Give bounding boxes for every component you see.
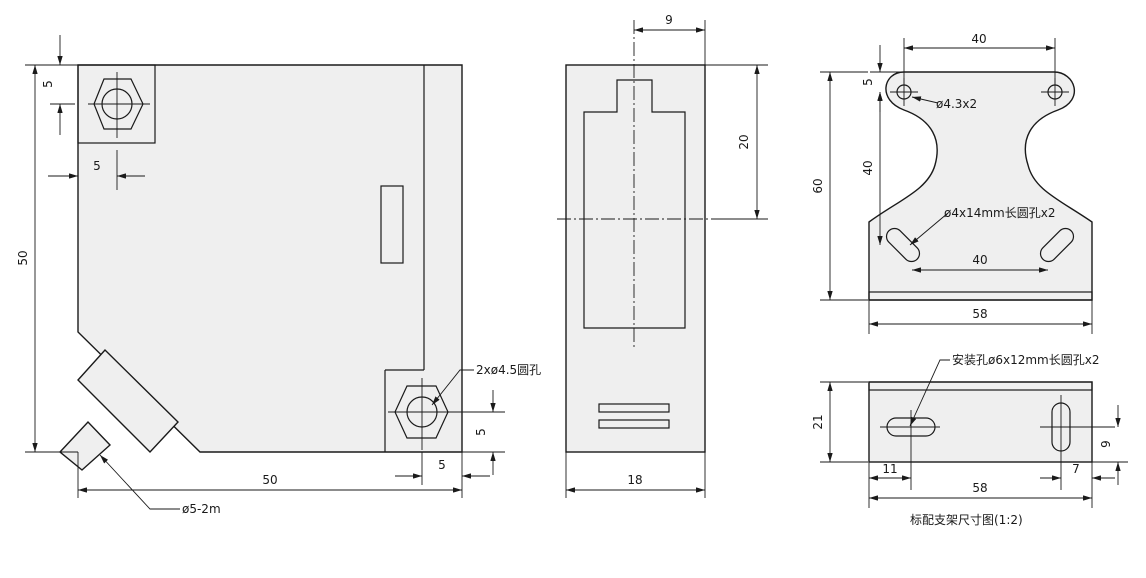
bracket-slot-icon xyxy=(1039,227,1075,263)
dim-label-hole-vertical: 5 xyxy=(474,428,488,436)
dim-label-right-offset: 9 xyxy=(1099,440,1113,448)
leader-line xyxy=(909,359,950,427)
dim-label-top-offset: 5 xyxy=(861,78,875,86)
hole-note: 2xø4.5圆孔 xyxy=(476,363,541,377)
bracket-slot-note: ø4x14mm长圆孔x2 xyxy=(944,206,1055,220)
dim-label-height: 50 xyxy=(16,250,30,265)
leader-line xyxy=(911,96,939,104)
sensor-side-view: 9 20 18 xyxy=(557,13,768,498)
bracket-bend-edge xyxy=(868,291,1093,301)
dim-label-bracket-width: 58 xyxy=(972,307,987,321)
dim-label-left-offset: 5 xyxy=(93,159,101,173)
dim-label-top-width: 9 xyxy=(665,13,673,27)
sensor-front-view: 5 5 50 50 5 5 2xø4.5圆孔 ø5-2m xyxy=(16,35,541,516)
vent-slot xyxy=(598,419,670,429)
dim-label-bottom-width: 18 xyxy=(627,473,642,487)
bracket-side-view: 安装孔ø6x12mm长圆孔x2 21 9 11 7 58 标配支架尺寸图(1:2… xyxy=(811,352,1128,527)
bracket-slot-icon xyxy=(885,227,921,263)
indicator-window xyxy=(380,185,404,264)
dim-label-left-offset: 11 xyxy=(882,462,897,476)
dim-label-total-height: 60 xyxy=(811,178,825,193)
dim-label-center-height: 20 xyxy=(737,134,751,149)
bracket-side-outline xyxy=(868,381,1093,463)
sensor-body-outline xyxy=(77,64,463,453)
leader-line xyxy=(909,212,949,246)
side-lens-outline xyxy=(583,79,686,329)
dim-label-side-width: 58 xyxy=(972,481,987,495)
mount-hole-note: 安装孔ø6x12mm长圆孔x2 xyxy=(952,352,1099,367)
bracket-side-bend xyxy=(868,381,1093,391)
bracket-hole-note: ø4.3x2 xyxy=(936,97,977,111)
leader-line xyxy=(99,454,180,510)
leader-line xyxy=(431,369,474,406)
bracket-top-view: 40 5 ø4.3x2 40 60 ø4x14mm长圆孔x2 40 58 xyxy=(811,32,1093,334)
side-body-outline xyxy=(565,64,706,453)
dim-label-side-height: 21 xyxy=(811,414,825,429)
cable-gland xyxy=(77,348,179,454)
dim-label-hole-spacing-top: 40 xyxy=(971,32,986,46)
dim-label-inner-height: 40 xyxy=(861,160,875,175)
dim-label-width: 50 xyxy=(262,473,277,487)
dim-label-slot-spacing: 40 xyxy=(972,253,987,267)
dim-label-top-offset: 5 xyxy=(41,80,55,88)
drawing-caption: 标配支架尺寸图(1:2) xyxy=(910,513,1023,527)
dim-label-right-edge: 7 xyxy=(1072,462,1080,476)
cable-gland-tip xyxy=(58,420,112,471)
dim-label-hole-horizontal: 5 xyxy=(438,458,446,472)
vent-slot xyxy=(598,403,670,413)
cable-note: ø5-2m xyxy=(182,502,221,516)
